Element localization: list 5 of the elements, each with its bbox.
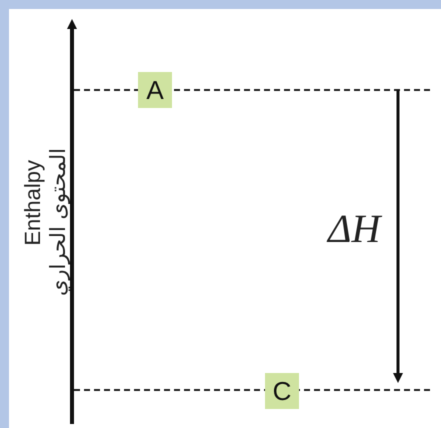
delta-h-label: ΔH bbox=[328, 205, 380, 252]
level-label: A bbox=[138, 72, 172, 108]
axis-title: المحتوى الحراري bbox=[46, 148, 70, 296]
level-label: C bbox=[265, 373, 299, 409]
axis-title: Enthalpy bbox=[20, 160, 46, 246]
